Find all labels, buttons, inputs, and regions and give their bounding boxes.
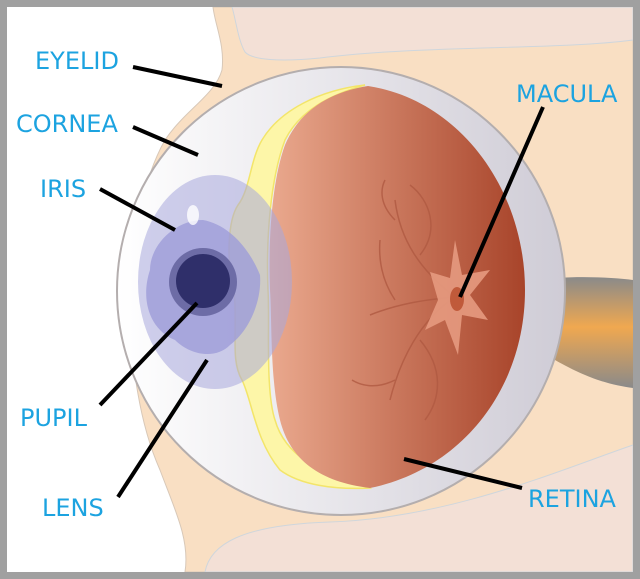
label-cornea: CORNEA (16, 110, 118, 138)
label-retina: RETINA (528, 485, 617, 513)
lens-highlight (187, 205, 199, 225)
label-macula: MACULA (516, 80, 618, 108)
iris-leader-line (99, 187, 176, 232)
retina (269, 86, 525, 488)
eyelid-leader-line (132, 65, 223, 88)
macula-leader-line (458, 106, 545, 298)
optic-nerve (555, 277, 633, 388)
label-lens: LENS (42, 494, 104, 522)
label-iris: IRIS (40, 175, 86, 203)
cornea-leader-line (132, 125, 199, 157)
label-pupil: PUPIL (20, 404, 88, 432)
eyelid-upper-inner (231, 6, 634, 61)
pupil-leader-line (98, 301, 199, 407)
eyelid-lower-inner (204, 444, 634, 573)
pupil (176, 254, 230, 308)
retina-leader-line (403, 457, 523, 490)
retinal-blood-vessels (351, 179, 456, 421)
label-eyelid: EYELID (35, 47, 119, 75)
lens-leader-line (116, 358, 209, 499)
